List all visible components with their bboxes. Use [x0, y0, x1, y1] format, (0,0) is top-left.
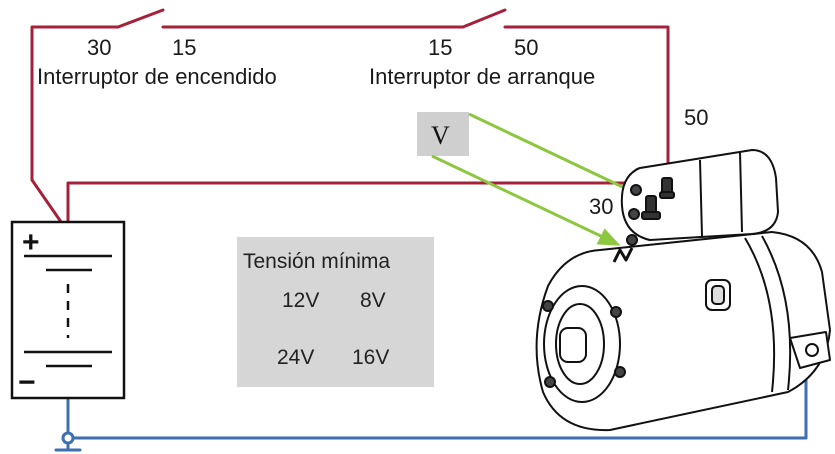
probe-to-terminal-50 [468, 112, 651, 202]
starter-switch-blade [461, 8, 507, 29]
rear-mount-hole [805, 343, 819, 357]
starter-switch-to-terminal-50-wire [503, 25, 670, 198]
motor-lead [612, 247, 634, 263]
shaft [559, 327, 587, 363]
probe-arrowhead-30 [596, 228, 621, 246]
positive-wiring [30, 8, 670, 234]
starter-motor [535, 149, 831, 432]
battery-to-ignition-wire [30, 25, 120, 234]
min-voltage-title: Tensión mínima [243, 250, 390, 273]
ignition-terminal-15-label: 15 [172, 35, 196, 60]
voltmeter-symbol: V [431, 121, 450, 150]
motor-band-2 [761, 235, 792, 391]
starter-terminal-50-label: 50 [514, 35, 538, 60]
motor-band [744, 237, 776, 393]
terminal-50-stud [659, 177, 675, 199]
probe-to-terminal-30 [431, 154, 606, 240]
battery-to-terminal-30-wire [66, 181, 654, 234]
ignition-switch-label: Interruptor de encendido [37, 64, 277, 89]
starter-terminal-50-label-motor: 50 [684, 105, 708, 130]
voltmeter-box [417, 112, 469, 156]
minimum-16v: 16V [352, 346, 389, 369]
end-plate-bolts [542, 300, 626, 388]
solenoid-bolts [626, 184, 642, 246]
ignition-terminal-30-label: 30 [87, 35, 111, 60]
solenoid-rib [699, 159, 703, 237]
ground-node [61, 431, 75, 445]
battery-minus-sign: − [18, 366, 36, 399]
solenoid-cap [620, 167, 651, 241]
minimum-8v: 8V [360, 289, 386, 312]
min-voltage-panel-bg [237, 237, 434, 387]
nominal-12v: 12V [282, 289, 319, 312]
starter-terminal-30-label-motor: 30 [589, 194, 613, 219]
solenoid-rib-2 [739, 151, 743, 233]
starter-switch-label: Interruptor de arranque [369, 64, 595, 89]
battery-plus-sign: + [22, 226, 40, 259]
chassis-ground-wire [66, 364, 808, 440]
starter-terminal-15-label: 15 [428, 35, 452, 60]
ignition-switch-blade [116, 8, 165, 29]
nominal-24v: 24V [277, 346, 314, 369]
terminal-30-stud [641, 195, 661, 220]
min-voltage-panel: Tensión mínima 12V 8V 24V 16V [237, 237, 434, 387]
battery: + − [10, 220, 126, 400]
side-port-inner [711, 285, 725, 305]
